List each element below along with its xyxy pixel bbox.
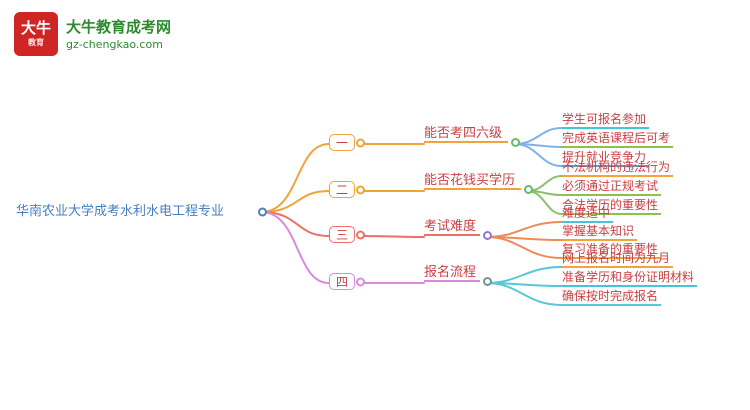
topic-2-label: 能否花钱买学历 bbox=[424, 173, 516, 188]
branch-4-index-box: 四 bbox=[329, 273, 365, 290]
topic-4-label: 报名流程 bbox=[424, 265, 477, 280]
leaf-node-2-2: 必须通过正规考试 bbox=[562, 179, 662, 196]
leaf-node-2-3: 合法学历的重要性 bbox=[562, 198, 662, 215]
branch-4-index-label: 四 bbox=[335, 275, 348, 289]
leaf-node-3-3: 复习准备的重要性 bbox=[562, 242, 662, 259]
leaf-4-3-label: 确保按时完成报名 bbox=[562, 289, 659, 303]
branch-3-dot bbox=[356, 230, 365, 239]
branch-3-index-label: 三 bbox=[335, 228, 348, 242]
topic-3-dot bbox=[483, 231, 492, 240]
leaf-2-2-label: 必须通过正规考试 bbox=[562, 179, 659, 193]
edge-topic3-leaf1 bbox=[485, 221, 563, 238]
site-logo: 大牛 教育 大牛教育成考网 gz-chengkao.com bbox=[14, 12, 244, 62]
topic-2-dot bbox=[524, 185, 533, 194]
logo-seal-icon: 大牛 教育 bbox=[14, 12, 58, 56]
topic-node-3: 考试难度 bbox=[424, 219, 492, 240]
leaf-4-2-label: 准备学历和身份证明材料 bbox=[562, 270, 695, 284]
branch-3-index-box: 三 bbox=[329, 226, 365, 243]
leaf-node-4-3: 确保按时完成报名 bbox=[562, 289, 662, 306]
edge-topic1-leaf3 bbox=[513, 143, 563, 167]
edge-branch3-topic bbox=[361, 235, 425, 238]
leaf-3-3-label: 复习准备的重要性 bbox=[562, 242, 659, 256]
leaf-node-1-1: 学生可报名参加 bbox=[562, 112, 650, 129]
root-node: 华南农业大学成考水利水电工程专业 bbox=[16, 204, 267, 220]
branch-2-index-label: 二 bbox=[335, 183, 348, 197]
branch-1-dot bbox=[356, 138, 365, 147]
logo-seal-text: 大牛 bbox=[20, 19, 51, 37]
edge-root-branch4 bbox=[260, 211, 330, 284]
leaf-2-1-label: 不法机构的违法行为 bbox=[562, 160, 671, 174]
leaf-node-4-2: 准备学历和身份证明材料 bbox=[562, 270, 698, 287]
branch-2-dot bbox=[356, 185, 365, 194]
edge-topic4-leaf1 bbox=[485, 266, 563, 284]
edge-topic1-leaf1 bbox=[513, 127, 563, 145]
leaf-1-1-label: 学生可报名参加 bbox=[562, 112, 647, 126]
leaf-node-1-3: 提升就业竞争力 bbox=[562, 150, 650, 167]
site-url: gz-chengkao.com bbox=[66, 38, 163, 51]
leaf-node-3-2: 掌握基本知识 bbox=[562, 224, 638, 241]
leaf-3-1-label: 难度适中 bbox=[562, 206, 611, 220]
topic-node-4: 报名流程 bbox=[424, 265, 492, 286]
topic-3-label: 考试难度 bbox=[424, 219, 477, 234]
branch-4-dot bbox=[356, 277, 365, 286]
branch-1-index-box: 一 bbox=[329, 134, 365, 151]
edge-root-branch3 bbox=[260, 211, 330, 237]
topic-node-2: 能否花钱买学历 bbox=[424, 173, 533, 194]
site-name: 大牛教育成考网 bbox=[66, 18, 172, 36]
topic-node-1: 能否考四六级 bbox=[424, 126, 520, 147]
topic-1-label: 能否考四六级 bbox=[424, 126, 503, 141]
edge-topic4-leaf3 bbox=[485, 282, 563, 306]
topic-1-dot bbox=[511, 138, 520, 147]
topic-4-dot bbox=[483, 277, 492, 286]
leaf-1-3-label: 提升就业竞争力 bbox=[562, 150, 647, 164]
leaf-node-4-1: 网上报名时间为九月 bbox=[562, 251, 674, 268]
root-node-dot bbox=[258, 207, 267, 217]
leaf-2-3-label: 合法学历的重要性 bbox=[562, 198, 659, 212]
branch-1-index-label: 一 bbox=[335, 136, 348, 150]
leaf-node-1-2: 完成英语课程后可考 bbox=[562, 131, 674, 148]
edge-root-branch2 bbox=[260, 190, 330, 213]
leaf-4-1-label: 网上报名时间为九月 bbox=[562, 251, 671, 265]
leaf-1-2-label: 完成英语课程后可考 bbox=[562, 131, 671, 145]
logo-seal-subtext: 教育 bbox=[28, 38, 44, 47]
leaf-3-2-label: 掌握基本知识 bbox=[562, 224, 635, 238]
leaf-node-2-1: 不法机构的违法行为 bbox=[562, 160, 674, 177]
leaf-node-3-1: 难度适中 bbox=[562, 206, 614, 223]
branch-2-index-box: 二 bbox=[329, 181, 365, 198]
edge-topic3-leaf3 bbox=[485, 236, 563, 259]
root-label: 华南农业大学成考水利水电工程专业 bbox=[16, 204, 225, 219]
edge-root-branch1 bbox=[260, 143, 330, 213]
